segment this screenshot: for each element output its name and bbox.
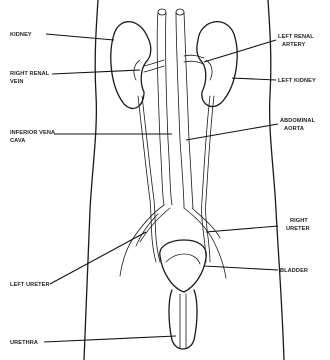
bladder	[160, 240, 206, 292]
label-urethra: URETHRA	[10, 340, 38, 346]
label-left-renal-artery-line2: ARTERY	[282, 42, 306, 48]
label-right-renal-vein-line2: VEIN	[10, 79, 23, 85]
left-renal-artery	[184, 55, 204, 64]
left-ureter-path	[202, 96, 214, 262]
label-left-ureter: LEFT URETER	[10, 282, 50, 288]
urethra-outline	[169, 290, 197, 349]
label-inferior-vena-cava-line2: CAVA	[10, 138, 25, 144]
body-outline	[84, 0, 284, 360]
label-kidney: KIDNEY	[10, 32, 32, 38]
label-right-ureter-line1: RIGHT	[290, 218, 308, 224]
abdominal-aorta	[157, 9, 172, 205]
label-right-ureter-line2: URETER	[286, 226, 310, 232]
inferior-vena-cava	[176, 9, 193, 208]
right-kidney	[111, 22, 151, 109]
label-bladder: BLADDER	[280, 268, 308, 274]
label-left-kidney: LEFT KIDNEY	[278, 78, 316, 84]
leader-lines	[44, 34, 278, 342]
left-kidney	[197, 22, 237, 107]
label-inferior-vena-cava-line1: INFERIOR VENA	[10, 130, 55, 136]
right-ureter-path	[138, 96, 160, 262]
label-abdominal-aorta-line2: AORTA	[284, 126, 304, 132]
label-abdominal-aorta-line1: ABDOMINAL	[280, 118, 316, 124]
label-right-renal-vein-line1: RIGHT RENAL	[10, 71, 50, 77]
label-left-renal-artery-line1: LEFT RENAL	[278, 34, 314, 40]
